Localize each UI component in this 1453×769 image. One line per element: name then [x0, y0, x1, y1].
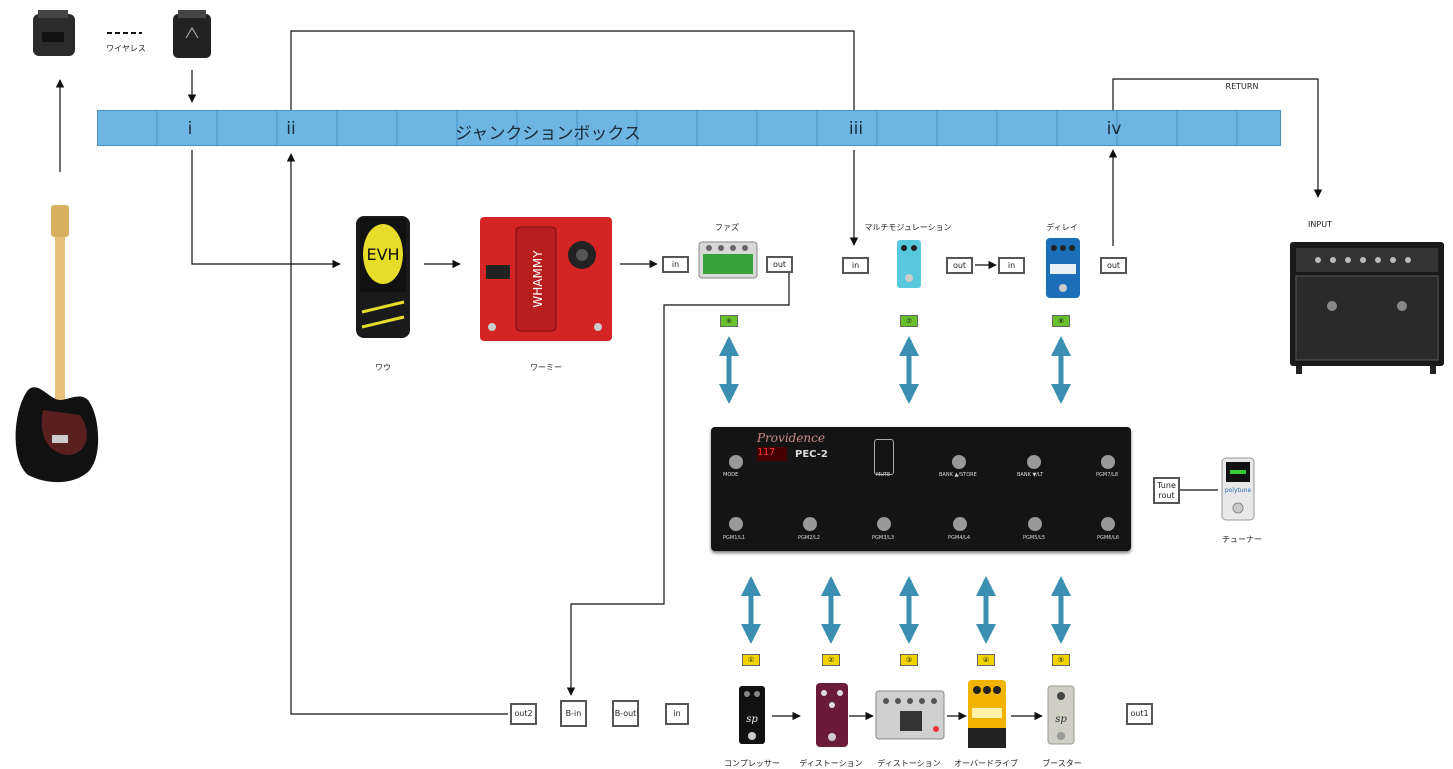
- loop-4-slot: ④: [977, 654, 995, 666]
- compressor-label: コンプレッサー: [724, 759, 780, 768]
- svg-text:polytune: polytune: [1225, 487, 1252, 494]
- loop-8-slot: ⑧: [1052, 315, 1070, 327]
- b-out-jack: B-out: [612, 700, 639, 727]
- bank-down-button[interactable]: [1027, 455, 1041, 469]
- svg-text:sp: sp: [746, 714, 758, 725]
- pgm5-button-label: PGM5/L5: [1023, 535, 1046, 541]
- bank-up-button-label: BANK ▲/STORE: [939, 472, 977, 478]
- loop-6-slot: ⑥: [720, 315, 738, 327]
- wah-label: ワウ: [375, 363, 391, 372]
- compressor-pedal-image: sp: [737, 684, 767, 746]
- amplifier-image: [1288, 240, 1446, 376]
- pgm1-button-label: PGM1/L1: [723, 535, 746, 541]
- pgm1-button[interactable]: [729, 517, 743, 531]
- tuner-pedal-image: polytune: [1220, 456, 1256, 522]
- guitar-image: [8, 200, 108, 485]
- loop-2-slot: ②: [822, 654, 840, 666]
- out1-jack: out1: [1126, 703, 1153, 725]
- i-to-wah-line: [191, 150, 341, 269]
- loop-7-slot: ⑦: [900, 315, 918, 327]
- whammy-pedal-image: WHAMMY: [478, 215, 614, 343]
- multimod-label: マルチモジュレーション: [864, 223, 952, 232]
- ii-iii-link-line: [290, 30, 855, 110]
- switcher-display: 117: [757, 447, 787, 461]
- multimod-pedal-image: [895, 238, 923, 290]
- loop-in-jack: in: [665, 703, 689, 725]
- loop-5-slot: ⑤: [1052, 654, 1070, 666]
- mod-in-jack: in: [842, 257, 869, 274]
- booster-pedal-image: sp: [1046, 684, 1076, 746]
- switcher-model: PEC-2: [795, 449, 828, 460]
- pgm6-button[interactable]: [1101, 517, 1115, 531]
- delay-out-jack: out: [1100, 257, 1127, 274]
- svg-text:EVH: EVH: [366, 245, 399, 264]
- pgm4-button-label: PGM4/L4: [948, 535, 971, 541]
- junction-box-title: ジャンクションボックス: [455, 124, 641, 144]
- pgm2-button[interactable]: [803, 517, 817, 531]
- fuzz-in-jack: in: [662, 256, 689, 273]
- svg-text:sp: sp: [1055, 714, 1067, 725]
- loop-1-slot: ①: [742, 654, 760, 666]
- port-i-label: i: [187, 119, 193, 139]
- switcher-unit: Providence 117 PEC-2 MODE MUTE BANK ▲/ST…: [711, 427, 1131, 551]
- mod-out-jack: out: [946, 257, 973, 274]
- bank-up-button[interactable]: [952, 455, 966, 469]
- port-iii-label: iii: [848, 119, 864, 139]
- switcher-brand: Providence: [757, 431, 825, 445]
- pgm2-button-label: PGM2/L2: [798, 535, 821, 541]
- wireless-receiver: [170, 8, 214, 60]
- tuner-out-jack: Tune rout: [1153, 477, 1180, 504]
- fuzz-out-to-bin-line: [566, 272, 790, 696]
- delay-in-jack: in: [998, 257, 1025, 274]
- fuzz-pedal-image: [697, 238, 759, 282]
- distortion2-pedal-image: [874, 689, 946, 741]
- port-iv-label: iv: [1106, 119, 1122, 139]
- whammy-label: ワーミー: [530, 363, 562, 372]
- b-in-jack: B-in: [560, 700, 587, 727]
- pgm6-button-label: PGM6/L6: [1097, 535, 1120, 541]
- mute-button[interactable]: [874, 439, 894, 475]
- overdrive-label: オーバードライブ: [954, 759, 1018, 768]
- wireless-label: ワイヤレス: [106, 44, 146, 53]
- overdrive-pedal-image: [966, 678, 1008, 750]
- tuner-label: チューナー: [1222, 535, 1262, 544]
- mute-button-label: MUTE: [876, 472, 891, 478]
- distortion2-label: ディストーション: [877, 759, 941, 768]
- pgm3-button-label: PGM3/L3: [872, 535, 895, 541]
- delay-label: ディレイ: [1046, 223, 1078, 232]
- return-line: [1112, 78, 1323, 198]
- delay-pedal-image: [1044, 236, 1082, 300]
- pgm4-button[interactable]: [953, 517, 967, 531]
- out2-jack: out2: [510, 703, 537, 725]
- pgm7-button[interactable]: [1101, 455, 1115, 469]
- out2-to-ii-line: [286, 153, 508, 715]
- bank-down-button-label: BANK ▼/LT: [1017, 472, 1044, 478]
- input-label: INPUT: [1308, 220, 1332, 229]
- return-label: RETURN: [1225, 82, 1259, 91]
- wireless-transmitter: [30, 8, 78, 60]
- fuzz-out-jack: out: [766, 256, 793, 273]
- junction-box: i ii ジャンクションボックス iii iv: [97, 110, 1281, 146]
- booster-label: ブースター: [1042, 759, 1082, 768]
- pgm3-button[interactable]: [877, 517, 891, 531]
- mode-button[interactable]: [729, 455, 743, 469]
- port-ii-label: ii: [286, 119, 296, 139]
- distortion1-label: ディストーション: [799, 759, 863, 768]
- fuzz-label: ファズ: [715, 223, 739, 232]
- pgm5-button[interactable]: [1028, 517, 1042, 531]
- pgm7-button-label: PGM7/L8: [1096, 472, 1119, 478]
- mode-button-label: MODE: [723, 472, 739, 478]
- loop-3-slot: ③: [900, 654, 918, 666]
- svg-text:WHAMMY: WHAMMY: [531, 250, 545, 308]
- wah-pedal-image: EVH: [352, 212, 414, 342]
- distortion1-pedal-image: [814, 681, 850, 749]
